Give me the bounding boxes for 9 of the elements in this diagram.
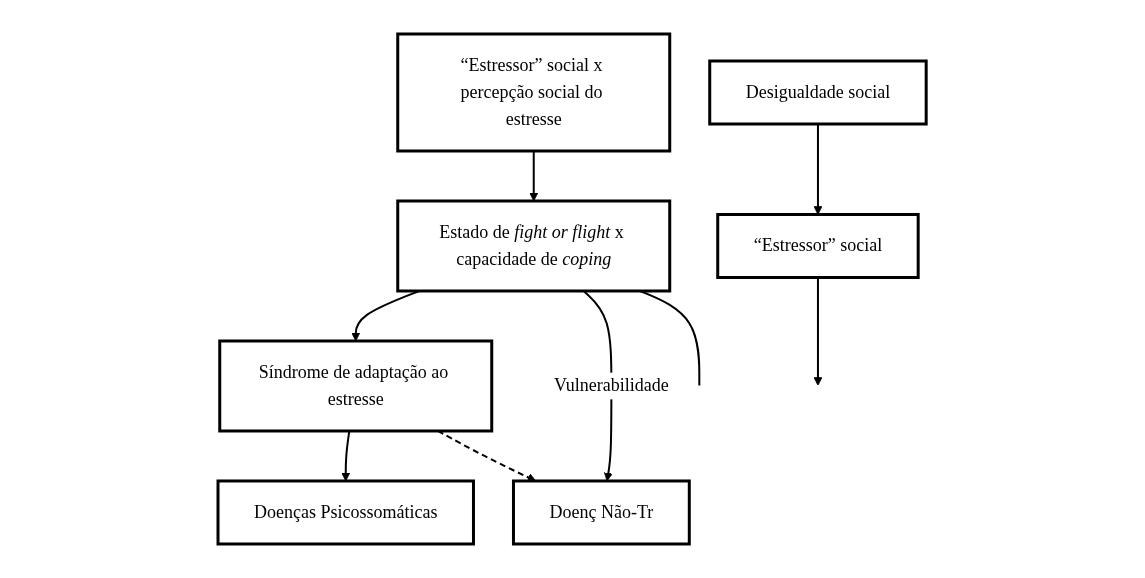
connector: [639, 290, 701, 387]
node-box: Síndrome de adaptação ao estresse: [218, 339, 494, 433]
edge-label: Vulnerabilidade: [554, 375, 670, 396]
node-box: Desigualdade social: [708, 59, 929, 126]
node-box: Doenç Não-Tr: [512, 479, 692, 546]
node-box: Estado de fight or flight x capacidade de coping: [396, 199, 672, 293]
node-box: Doenças Psicossomáticas: [216, 479, 476, 546]
node-box: “Estressor” social x percepção social do estresse: [396, 32, 672, 153]
node-box: “Estressor” social: [716, 213, 921, 279]
